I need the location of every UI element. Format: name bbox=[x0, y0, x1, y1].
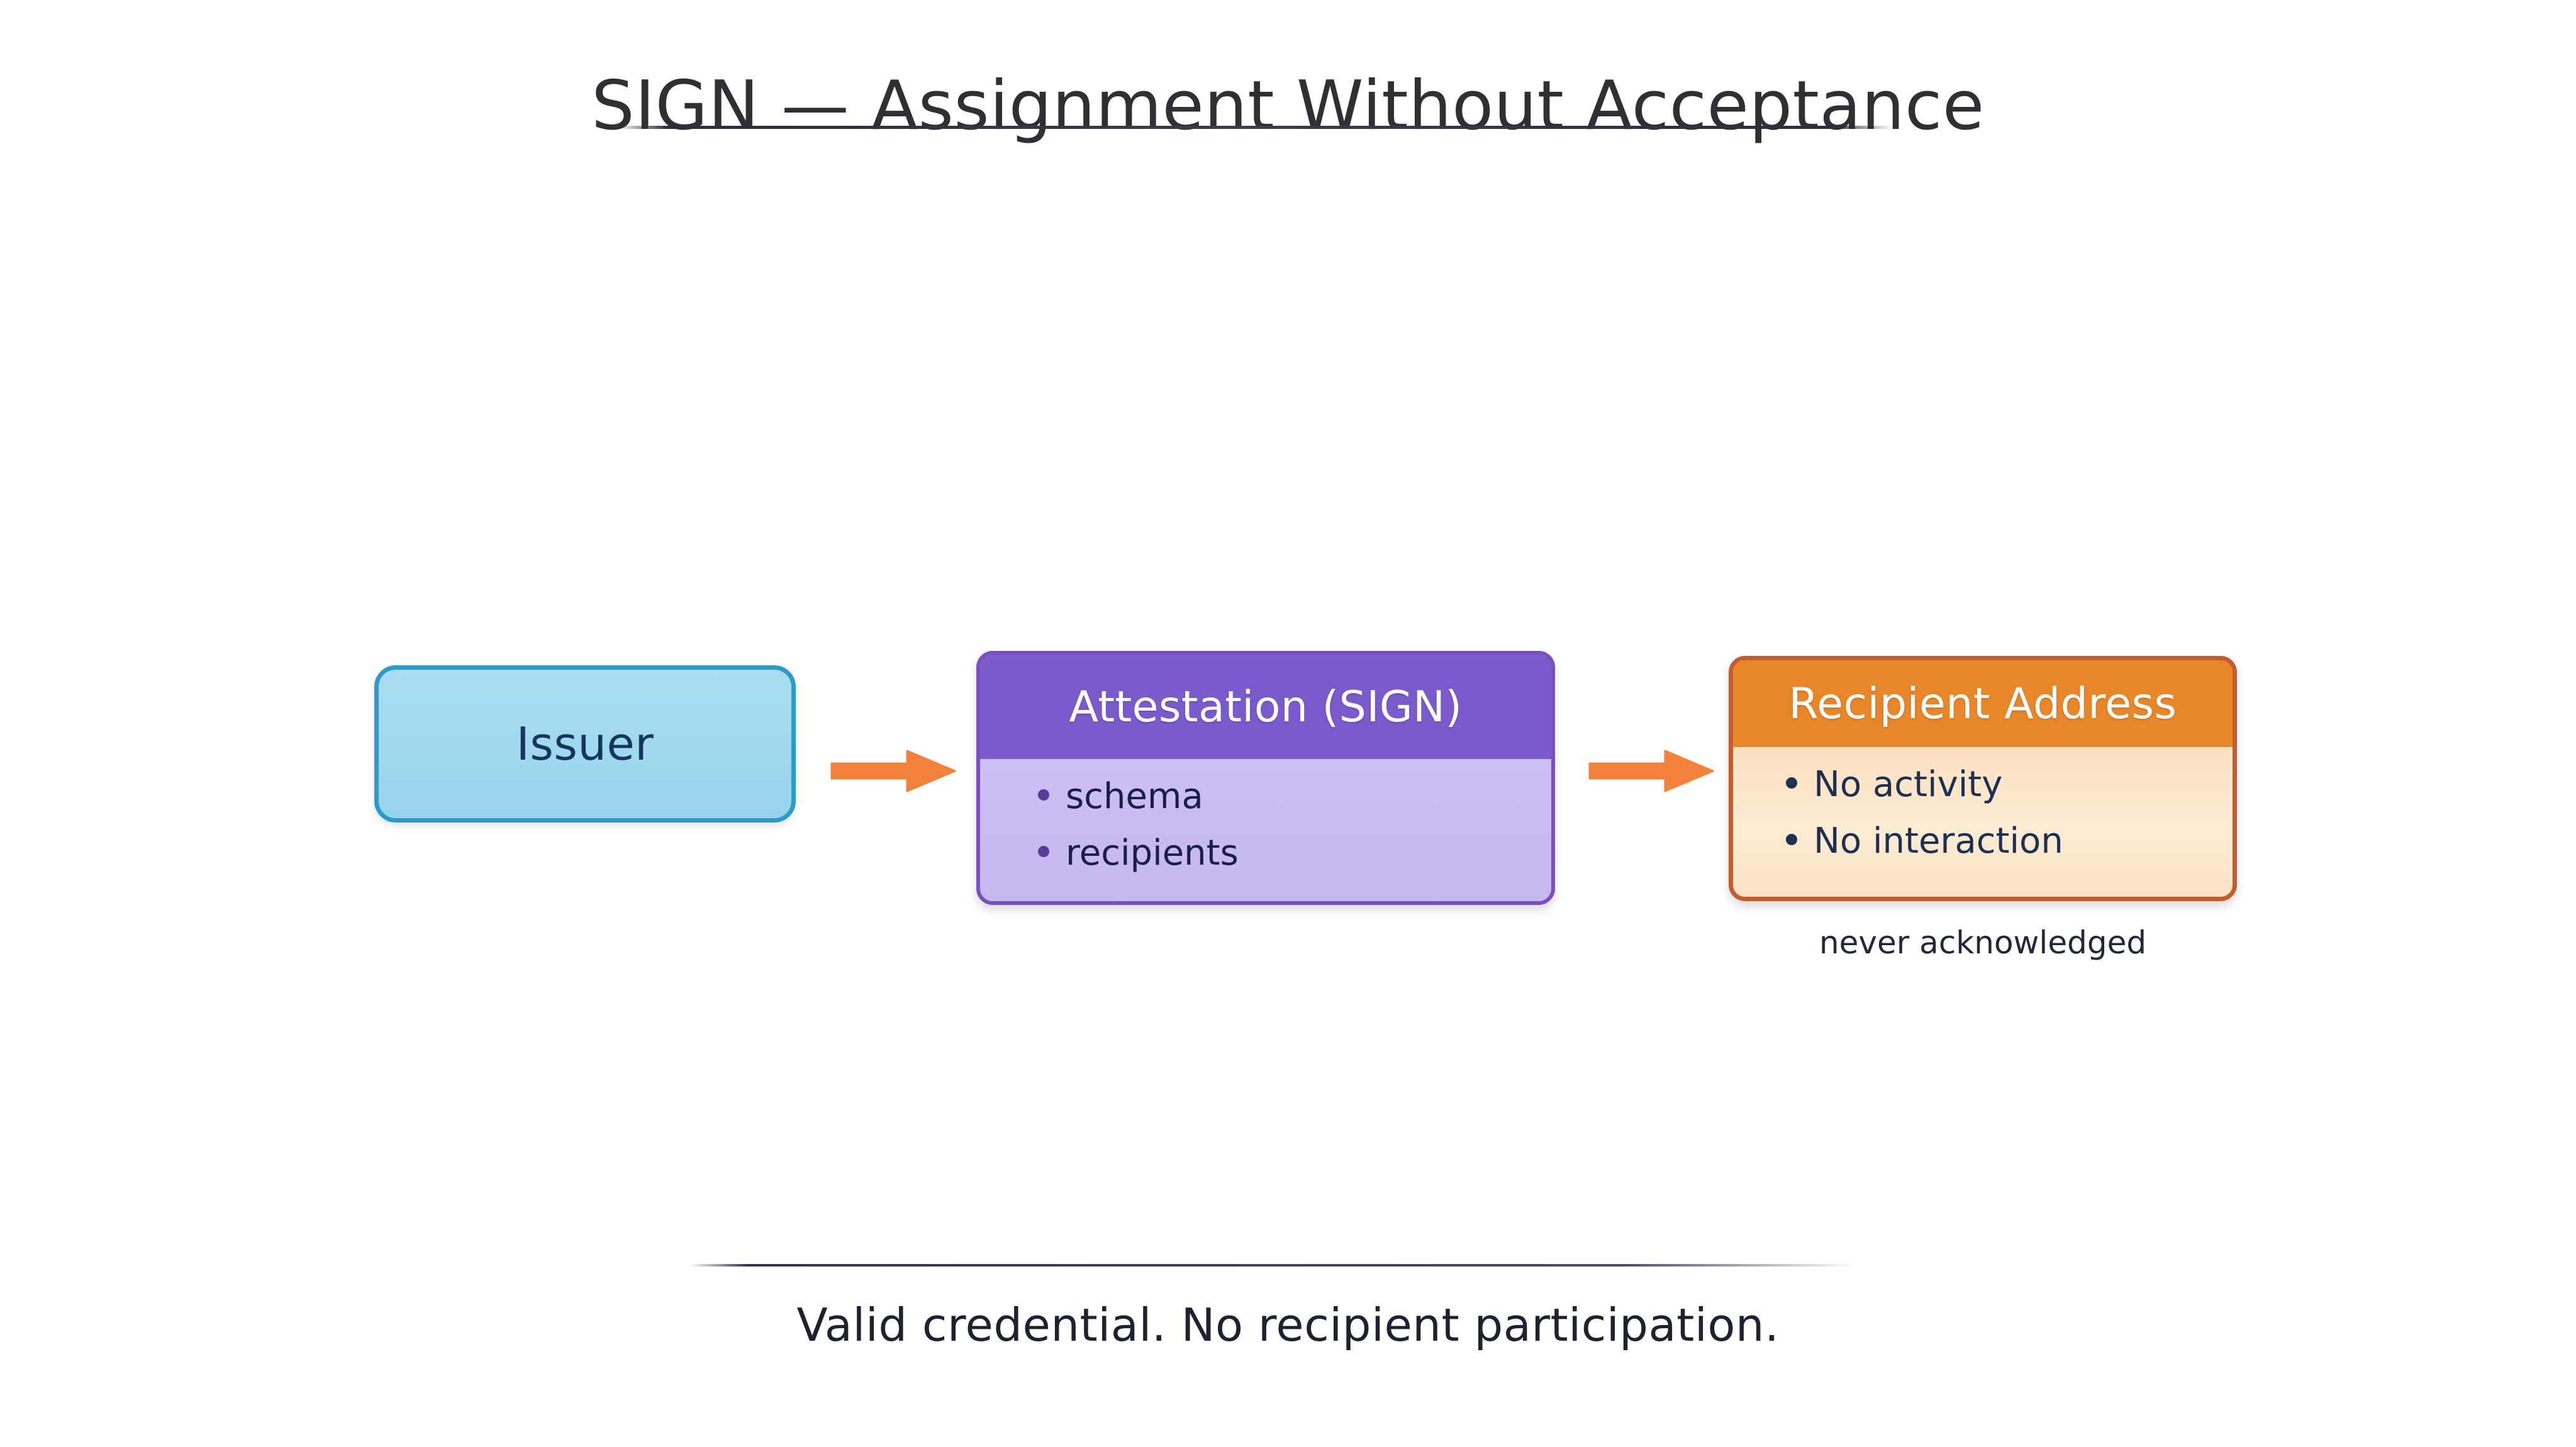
node-recipient-caption: never acknowledged bbox=[1819, 924, 2147, 961]
footer-divider bbox=[689, 1264, 1856, 1267]
node-attestation-body: schema recipients bbox=[980, 759, 1551, 901]
node-recipient-address[interactable]: Recipient Address No activity No interac… bbox=[1729, 656, 2237, 901]
footer-text: Valid credential. No recipient participa… bbox=[796, 1299, 1780, 1351]
bullet-dot-icon bbox=[1038, 789, 1049, 801]
bullet-dot-icon bbox=[1038, 846, 1049, 858]
page-title: SIGN — Assignment Without Acceptance bbox=[591, 67, 1985, 145]
list-item: No activity bbox=[1786, 764, 2233, 805]
edge-issuer-to-attestation-arrow bbox=[830, 747, 956, 795]
node-attestation-bullet-2: recipients bbox=[1066, 833, 1239, 874]
bullet-dot-icon bbox=[1786, 777, 1797, 789]
node-recipient-header: Recipient Address bbox=[1733, 660, 2233, 747]
node-attestation-bullet-1: schema bbox=[1066, 776, 1203, 817]
node-recipient-body: No activity No interaction bbox=[1733, 747, 2233, 897]
list-item: recipients bbox=[1038, 833, 1551, 873]
list-item: schema bbox=[1038, 776, 1551, 817]
node-attestation-header: Attestation (SIGN) bbox=[980, 655, 1551, 759]
node-recipient-bullet-2: No interaction bbox=[1814, 821, 2063, 862]
node-issuer-label: Issuer bbox=[516, 718, 654, 770]
bullet-dot-icon bbox=[1786, 834, 1797, 846]
node-issuer[interactable]: Issuer bbox=[374, 665, 796, 823]
list-item: No interaction bbox=[1786, 821, 2233, 862]
node-recipient-bullet-1: No activity bbox=[1814, 764, 2003, 805]
title-underline bbox=[616, 126, 1893, 129]
edge-attestation-to-recipient-arrow bbox=[1588, 747, 1714, 795]
node-attestation[interactable]: Attestation (SIGN) schema recipients bbox=[976, 651, 1555, 905]
title-block: SIGN — Assignment Without Acceptance bbox=[0, 69, 2576, 144]
